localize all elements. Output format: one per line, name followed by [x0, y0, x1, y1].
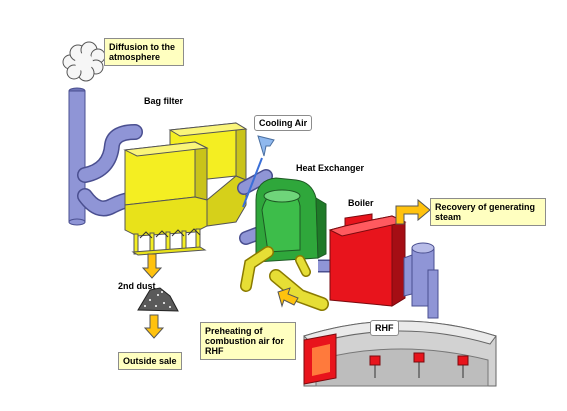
- label-heat-exchanger: Heat Exchanger: [296, 163, 365, 173]
- bag-filter: [123, 122, 248, 256]
- label-bag-filter: Bag filter: [144, 96, 184, 106]
- label-recovery: Recovery of generating steam: [430, 198, 546, 226]
- label-rhf: RHF: [370, 320, 399, 336]
- steam-arrow: [395, 198, 431, 225]
- rhf-furnace: [303, 320, 497, 387]
- label-second-dust: 2nd dust: [118, 281, 156, 291]
- label-boiler: Boiler: [348, 198, 374, 208]
- dust-pile: [137, 287, 179, 312]
- label-outside-sale: Outside sale: [118, 352, 182, 370]
- label-diffusion: Diffusion to the atmosphere: [104, 38, 184, 66]
- duct-boiler-to-rhf: [403, 242, 439, 319]
- sale-arrow: [143, 314, 165, 339]
- preheating-air-pipe: [240, 246, 329, 311]
- boiler: [328, 213, 407, 307]
- dust-arrow: [141, 253, 163, 279]
- exhaust-cloud: [62, 41, 106, 82]
- label-preheating: Preheating of combustion air for RHF: [200, 322, 296, 360]
- preheat-arrow: [277, 287, 299, 308]
- cooling-air-arrow: [242, 135, 275, 208]
- label-cooling-air: Cooling Air: [254, 115, 313, 131]
- heat-exchanger: [255, 177, 327, 263]
